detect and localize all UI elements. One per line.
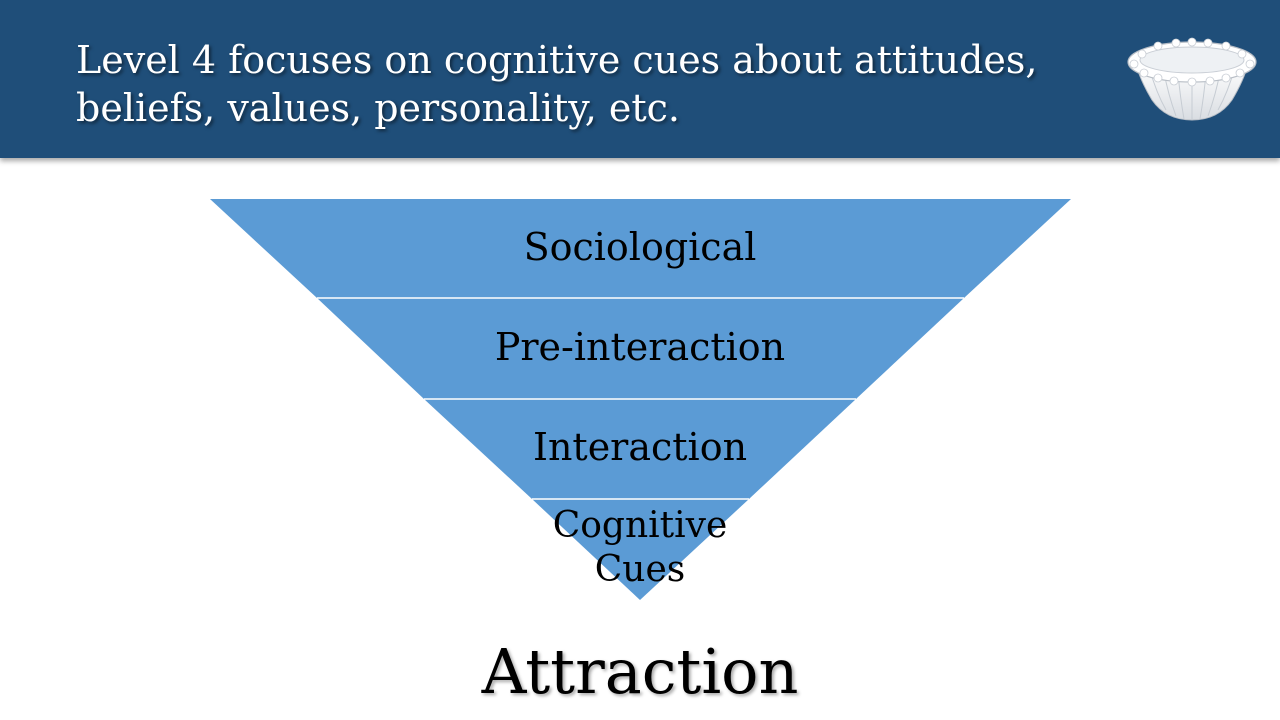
funnel-label-cognitive-cues: Cognitive Cues: [552, 505, 728, 590]
funnel-level-sociological: [210, 199, 1071, 298]
funnel-level-pre-interaction: [317, 298, 964, 399]
funnel-label-sociological: Sociological: [523, 225, 757, 269]
funnel-label-pre-interaction: Pre-interaction: [494, 325, 786, 369]
funnel-level-cognitive-cues: [532, 499, 749, 600]
funnel-level-interaction: [424, 399, 856, 499]
slide-title: Level 4 focuses on cognitive cues about …: [76, 38, 1038, 130]
coffee-filter-icon: [1127, 37, 1257, 121]
funnel-outcome-label: Attraction: [481, 635, 799, 708]
title-bar: Level 4 focuses on cognitive cues about …: [0, 0, 1280, 158]
funnel-label-interaction: Interaction: [532, 425, 748, 469]
